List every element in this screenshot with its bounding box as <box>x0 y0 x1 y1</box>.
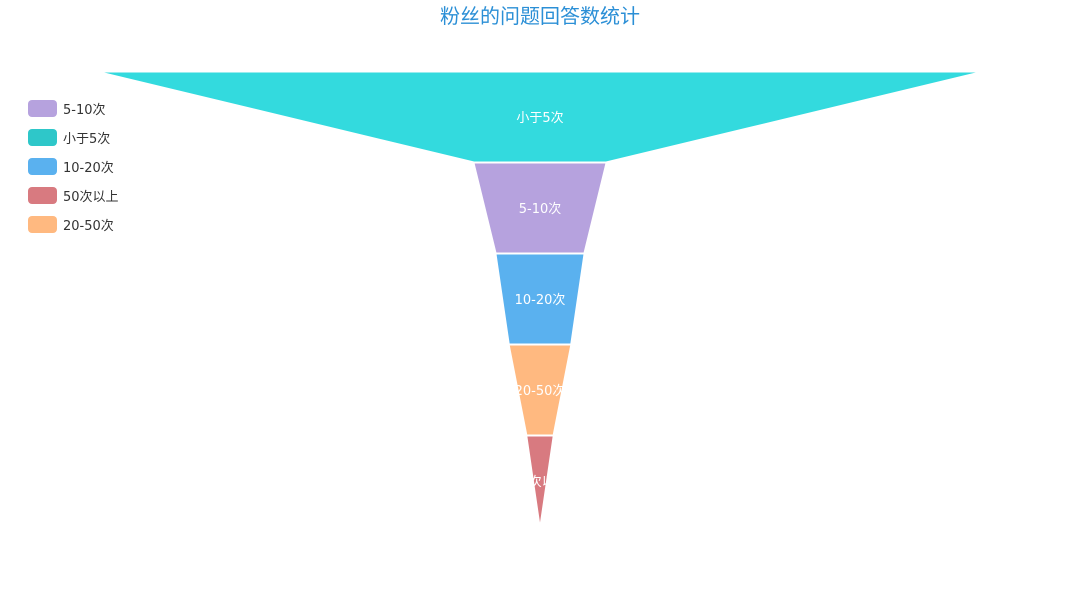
legend-swatch <box>28 100 57 117</box>
funnel-segment-label: 5-10次 <box>519 201 562 217</box>
legend-item[interactable]: 小于5次 <box>28 123 119 152</box>
funnel-segment-label: 50次以上 <box>512 474 568 490</box>
legend-swatch <box>28 216 57 233</box>
legend-item[interactable]: 20-50次 <box>28 210 119 239</box>
legend-item[interactable]: 50次以上 <box>28 181 119 210</box>
legend-label: 50次以上 <box>63 190 119 205</box>
funnel-segment[interactable] <box>508 344 572 436</box>
legend-label: 5-10次 <box>63 103 106 118</box>
legend-label: 20-50次 <box>63 219 114 234</box>
legend-swatch <box>28 158 57 175</box>
legend-label: 小于5次 <box>63 132 111 147</box>
legend-label: 10-20次 <box>63 161 114 176</box>
funnel-segment[interactable] <box>99 71 981 163</box>
legend-swatch <box>28 187 57 204</box>
funnel-segment[interactable] <box>473 162 607 254</box>
legend-item[interactable]: 10-20次 <box>28 152 119 181</box>
legend: 5-10次小于5次 10-20次 50次以上 20-50次 <box>28 94 119 239</box>
funnel-segment-label: 20-50次 <box>515 383 566 399</box>
legend-item[interactable]: 5-10次 <box>28 94 119 123</box>
funnel-segment[interactable] <box>526 435 554 527</box>
legend-swatch <box>28 129 57 146</box>
funnel-segment-label: 小于5次 <box>516 110 563 126</box>
funnel-segment-label: 10-20次 <box>515 292 566 308</box>
funnel-segment[interactable] <box>495 253 585 345</box>
chart-title: 粉丝的问题回答数统计 <box>440 4 640 28</box>
